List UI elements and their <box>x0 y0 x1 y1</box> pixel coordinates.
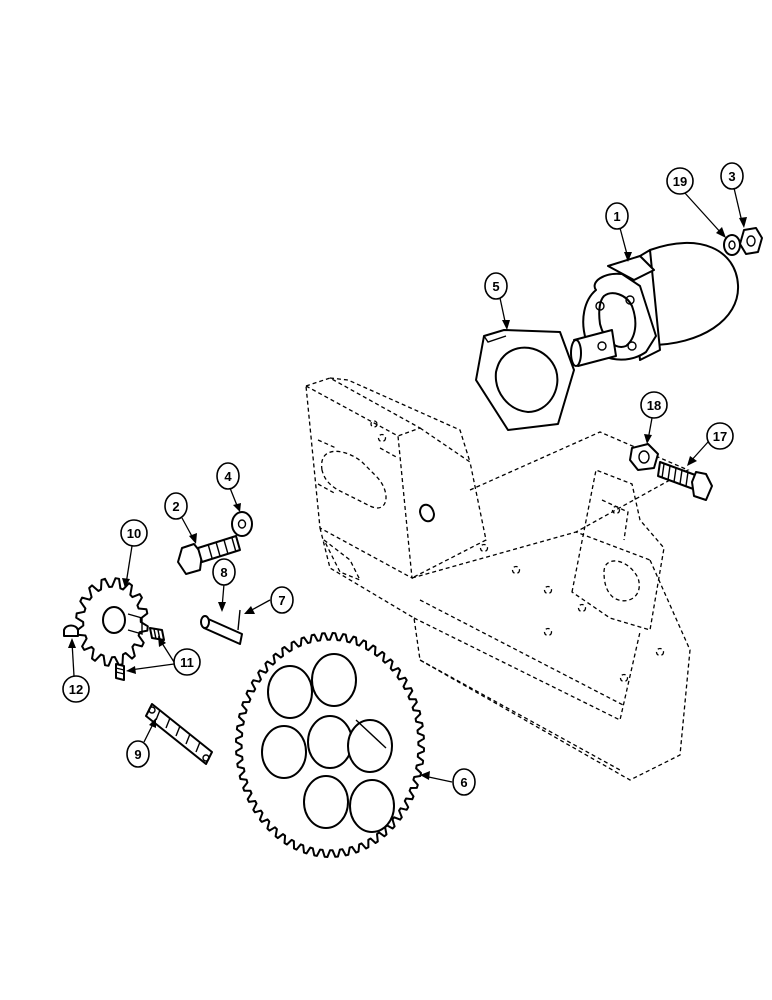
callout-18-label: 18 <box>647 398 661 413</box>
callout-11: 11 <box>126 636 201 676</box>
flat-washer <box>231 511 253 537</box>
callout-8: 8 <box>212 558 236 612</box>
roller-chain <box>145 703 213 765</box>
callout-4: 4 <box>216 462 241 512</box>
callout-1-label: 1 <box>613 209 620 224</box>
callout-12-label: 12 <box>69 682 83 697</box>
callout-6-label: 6 <box>460 775 467 790</box>
callout-3-label: 3 <box>728 169 735 184</box>
callout-5: 5 <box>484 272 510 330</box>
mounting-frame <box>305 377 691 781</box>
callout-7-label: 7 <box>278 593 285 608</box>
callout-5-label: 5 <box>492 279 499 294</box>
clevis-pin <box>200 615 243 645</box>
callout-10-label: 10 <box>127 526 141 541</box>
callout-17-label: 17 <box>713 429 727 444</box>
callout-9: 9 <box>126 718 156 768</box>
callout-8-label: 8 <box>220 565 227 580</box>
set-screw-lower <box>115 663 125 681</box>
small-sprocket <box>75 577 149 667</box>
callout-2-label: 2 <box>172 499 179 514</box>
hex-nut <box>739 227 763 255</box>
callout-17: 17 <box>687 422 734 466</box>
callout-19: 19 <box>666 167 726 238</box>
cotter-pin <box>237 609 241 631</box>
callout-3: 3 <box>720 162 747 228</box>
callout-18: 18 <box>640 391 668 444</box>
hydraulic-motor <box>570 241 740 367</box>
woodruff-key <box>63 624 79 637</box>
callout-7: 7 <box>244 586 294 614</box>
spacer-plate <box>475 329 575 431</box>
callout-6: 6 <box>420 768 476 796</box>
callout-2: 2 <box>164 492 197 544</box>
set-screw-upper <box>149 627 165 641</box>
callout-11-label: 11 <box>180 655 194 670</box>
nut-18 <box>629 443 659 471</box>
lock-washer <box>723 234 741 256</box>
callout-10: 10 <box>120 519 148 588</box>
callout-9-label: 9 <box>134 747 141 762</box>
bolt-2 <box>177 535 241 575</box>
callout-12: 12 <box>62 638 90 703</box>
callout-1: 1 <box>605 202 632 262</box>
callout-4-label: 4 <box>224 469 232 484</box>
callout-19-label: 19 <box>673 174 687 189</box>
bolt-17 <box>657 461 713 501</box>
large-sprocket <box>235 632 425 858</box>
